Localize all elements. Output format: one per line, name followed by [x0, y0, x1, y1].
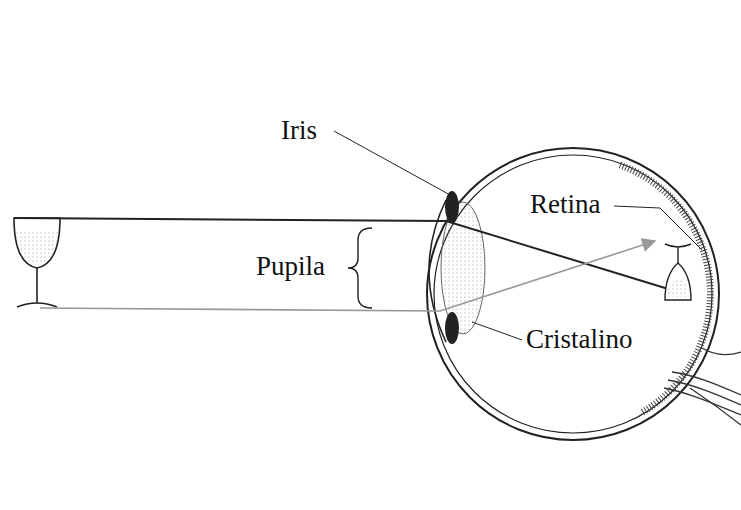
part-label: Cristalino: [526, 324, 633, 355]
part-label: Iris: [281, 115, 317, 146]
light-ray: [40, 241, 655, 311]
part-label: Pupila: [256, 251, 325, 282]
optic-nerve: [664, 348, 741, 425]
leader-line: [334, 131, 702, 340]
light-ray: [14, 218, 688, 295]
wine-glass: [14, 218, 60, 307]
pupil-brace: [348, 228, 372, 308]
iris-shape: [445, 191, 459, 344]
eye-ball: [427, 148, 719, 440]
inverted-glass: [665, 244, 691, 300]
part-label: Retina: [530, 189, 600, 220]
